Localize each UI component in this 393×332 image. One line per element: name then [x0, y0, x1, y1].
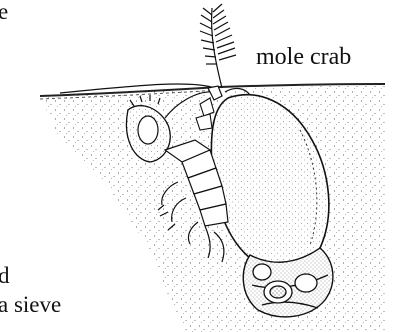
- feathery-antenna: [200, 4, 236, 88]
- figure-label: mole crab: [256, 45, 351, 69]
- caption-fragment-bottom: a sieve: [0, 293, 61, 316]
- caption-fragment-middle: d: [0, 264, 10, 287]
- caption-fragment-top: e: [0, 0, 8, 23]
